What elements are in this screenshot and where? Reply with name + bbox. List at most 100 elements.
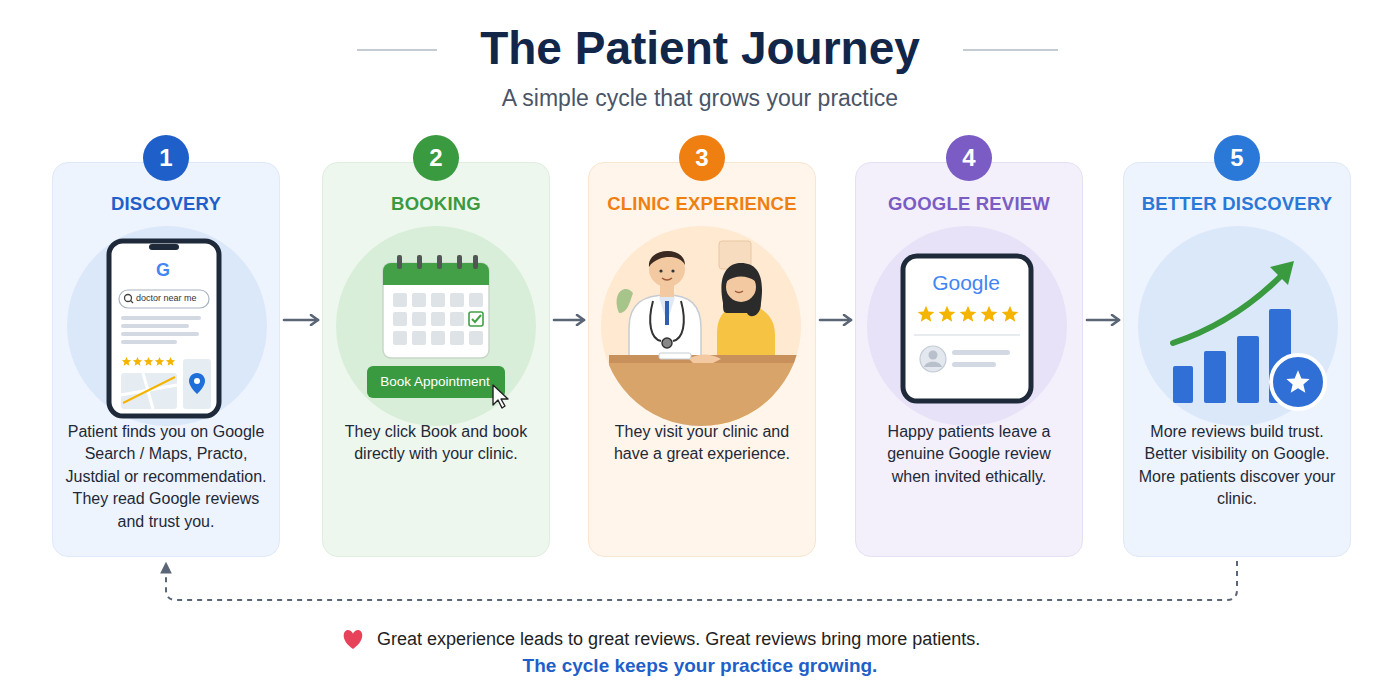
calendar-booking-illustration-part-part [412,312,426,326]
doctor-patient-illustration-part-part [609,359,799,429]
step-description: Happy patients leave a genuine Google re… [868,421,1070,488]
calendar-booking-illustration-part-part [469,331,483,345]
doctor-patient-illustration-part-part [735,291,743,293]
calendar-booking-illustration-part [393,293,483,345]
doctor-patient-illustration-part-part [609,355,799,363]
review-phone-illustration-part [929,351,938,360]
calendar-booking-illustration-part [397,255,478,269]
calendar-booking-illustration-part-part [469,293,483,307]
phone-search-illustration-part-part [166,357,175,366]
calendar-booking-illustration-part [472,315,481,322]
review-card: 4GOOGLE REVIEWHappy patients leave a gen… [855,162,1083,557]
phone-search-illustration-part [121,340,177,344]
calendar-booking-illustration-part-part [417,255,422,269]
calendar-booking-illustration-part-part [412,293,426,307]
doctor-patient-illustration-part-part [662,278,672,280]
growth-chart-illustration-part-part [1204,351,1226,403]
step-number: 1 [143,135,189,181]
calendar-booking-illustration-part-part [393,293,407,307]
phone-search-illustration-part [122,357,175,366]
phone-search-illustration-part [123,377,175,403]
doctor-patient-illustration-part-part [721,263,762,316]
discovery-card: 1DISCOVERYPatient finds you on Google Se… [52,162,280,557]
calendar-booking-illustration-part [383,263,489,358]
doctor-patient-illustration-part-part [665,301,669,325]
calendar-booking-illustration-part-part [397,255,402,269]
calendar-booking-illustration-part-part [450,293,464,307]
search-query: doctor near me [136,293,197,303]
calendar-booking-illustration-part-part [457,255,462,269]
step-description: Patient finds you on Google Search / Map… [65,421,267,533]
growth-chart-illustration-part [1138,226,1338,426]
flow-arrow [820,319,851,322]
growth-chart-illustration-part [1173,275,1282,343]
footer-note: Great experience leads to great reviews.… [377,629,980,650]
phone-search-illustration-part-part [144,357,153,366]
calendar-booking-illustration-part [469,312,483,326]
review-phone-illustration-part [952,350,1010,355]
doctor-patient-illustration-part [609,241,799,429]
calendar-booking-illustration-part [367,366,505,398]
calendar-booking-illustration-part [493,385,508,408]
phone-search-illustration-part [121,316,201,320]
review-phone-illustration-part [914,334,1020,336]
doctor-patient-illustration-part-part [727,271,755,281]
step-number: 5 [1214,135,1260,181]
button-label: Book Appointment [380,374,490,389]
review-phone-illustration-part [903,256,1031,401]
doctor-patient-illustration-part-part [649,251,685,267]
calendar-booking-illustration-part-part [450,331,464,345]
calendar-booking-illustration-part-part [431,312,445,326]
doctor-patient-illustration-part-part [689,355,721,364]
phone-search-illustration-part-part [122,357,131,366]
phone-search-illustration-part [125,295,132,302]
experience-card: 3CLINIC EXPERIENCEThey visit your clinic… [588,162,816,557]
growth-chart-illustration-part-part [1237,336,1259,403]
phone-search-illustration-part [121,332,199,336]
phone-search-illustration-part [194,378,200,384]
review-phone-illustration-part-part [939,306,956,322]
step-description: More reviews build trust. Better visibil… [1136,421,1338,511]
growth-chart-illustration-part [1271,355,1325,409]
doctor-patient-illustration-part-part [617,289,633,313]
phone-search-illustration-part [183,359,211,409]
review-phone-illustration-part [952,362,996,367]
step-heading: DISCOVERY [57,193,275,215]
calendar-booking-illustration-part-part [393,331,407,345]
calendar-booking-illustration-part-part [437,255,442,269]
step-heading: BETTER DISCOVERY [1128,193,1346,215]
growth-card: 5BETTER DISCOVERYMore reviews build trus… [1123,162,1351,557]
logo-word: Google [932,271,1000,295]
phone-search-illustration-part [121,373,177,409]
phone-search-illustration-part [189,373,205,394]
calendar-booking-illustration-part-part [473,255,478,269]
doctor-patient-illustration-part-part [649,251,685,287]
calendar-booking-illustration-part-part [412,331,426,345]
step-number: 2 [413,135,459,181]
step-description: They click Book and book directly with y… [335,421,537,466]
subtitle: A simple cycle that grows your practice [502,85,898,112]
phone-search-illustration-part-part [133,357,142,366]
phone-search-illustration-part [109,241,219,416]
flow-arrow [554,319,584,322]
growth-chart-illustration-part [1286,370,1309,392]
heart-icon [344,630,363,649]
footer-tagline: The cycle keeps your practice growing. [523,655,878,677]
phone-search-illustration-part [131,301,134,304]
diagram-title: The Patient Journey [0,20,1400,76]
phone-search-illustration-part [67,226,267,426]
review-phone-illustration-part-part [981,306,998,322]
growth-chart-illustration-part-part [1173,366,1193,403]
logo-letter: G [156,260,170,281]
growth-chart-illustration-part [1270,261,1294,285]
review-phone-illustration-part [918,306,1019,322]
step-number: 3 [679,135,725,181]
title-rule [357,49,437,51]
calendar-booking-illustration-part-part [393,312,407,326]
step-heading: BOOKING [327,193,545,215]
phone-search-illustration-part [149,244,179,250]
review-phone-illustration-part [920,346,946,372]
review-phone-illustration-part [867,226,1067,426]
title-rule [963,49,1058,51]
doctor-patient-illustration-part-part [671,269,674,272]
